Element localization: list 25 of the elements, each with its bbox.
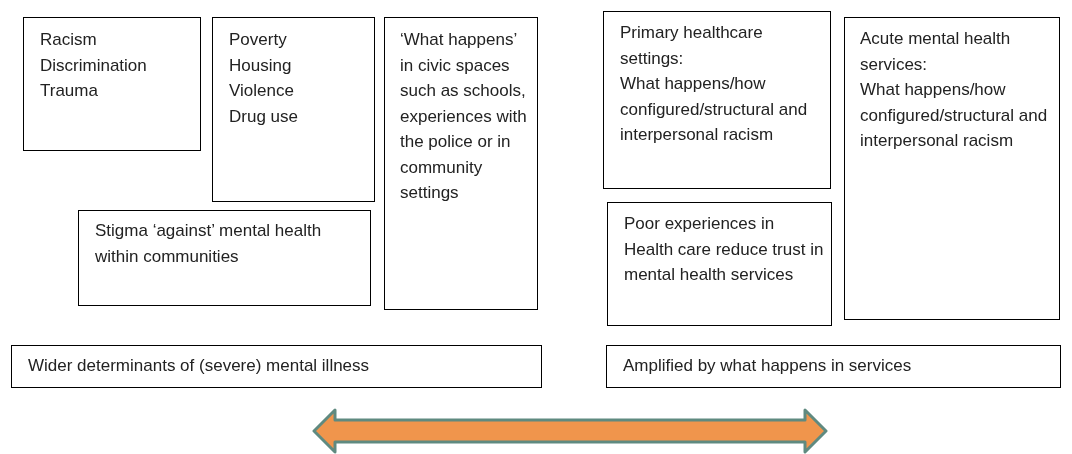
text-box xyxy=(607,202,832,326)
text-box xyxy=(11,345,542,388)
box-text: Poverty xyxy=(229,29,288,51)
box-text: What happens/how configured/structural and interpersonal racism xyxy=(620,73,809,146)
box-text: Discrimination xyxy=(40,54,148,77)
box-text: Housing xyxy=(229,54,293,77)
text-box xyxy=(844,17,1060,320)
box-text: Stigma ‘against’ mental health within communities xyxy=(95,220,323,268)
box-text: Primary healthcare settings: xyxy=(620,22,764,70)
box-text: What happens/how configured/structural and interpersonal racism xyxy=(860,79,1049,152)
box-text: Wider determinants of (severe) mental illness xyxy=(28,355,371,377)
text-box xyxy=(23,17,201,151)
box-text: Racism xyxy=(40,29,98,51)
text-box xyxy=(212,17,375,202)
box-text: Poor experiences in Health care reduce trust in mental health services xyxy=(624,213,825,286)
box-text: ‘What happens’ in civic spaces such as schools, experiences with the police or in community settings xyxy=(400,29,528,204)
box-text: Trauma xyxy=(40,80,99,102)
box-text: Acute mental health services: xyxy=(860,28,1012,76)
text-box xyxy=(384,17,538,310)
box-text: Amplified by what happens in services xyxy=(623,355,913,377)
box-text: Violence xyxy=(229,80,295,102)
box-text: Drug use xyxy=(229,105,299,128)
text-box xyxy=(606,345,1061,388)
text-box xyxy=(78,210,371,306)
text-box xyxy=(603,11,831,189)
